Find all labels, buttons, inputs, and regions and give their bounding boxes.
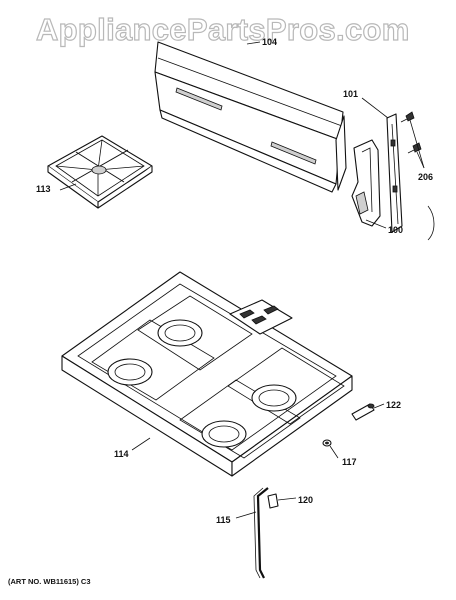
leader-lines (59, 41, 425, 519)
callout-120-label: 120 (298, 495, 313, 505)
callout-104-label: 104 (262, 37, 277, 47)
end-cap-part (351, 139, 381, 227)
burner-grate-part (47, 135, 153, 209)
side-trim-bracket-part (386, 113, 403, 233)
callout-206-label: 206 (418, 172, 433, 182)
callout-117-label: 117 (342, 457, 357, 467)
clip-part (267, 493, 279, 509)
cooktop-part (61, 271, 353, 477)
callout-101-label: 101 (343, 89, 358, 99)
range-edge-mark (427, 205, 435, 241)
callout-122-label: 122 (386, 400, 401, 410)
art-number-label: (ART NO. WB11615) C3 (8, 577, 91, 586)
callout-115-label: 115 (216, 515, 231, 525)
support-rod-part (253, 487, 269, 579)
callout-100-label: 100 (388, 225, 403, 235)
callout-114-label: 114 (114, 449, 129, 459)
backsplash-panel-part (154, 41, 347, 193)
callout-113-label: 113 (36, 184, 51, 194)
grommet-part (322, 439, 332, 447)
watermark-text: AppliancePartsPros.com (36, 12, 410, 47)
hinge-pin-part (351, 403, 375, 421)
